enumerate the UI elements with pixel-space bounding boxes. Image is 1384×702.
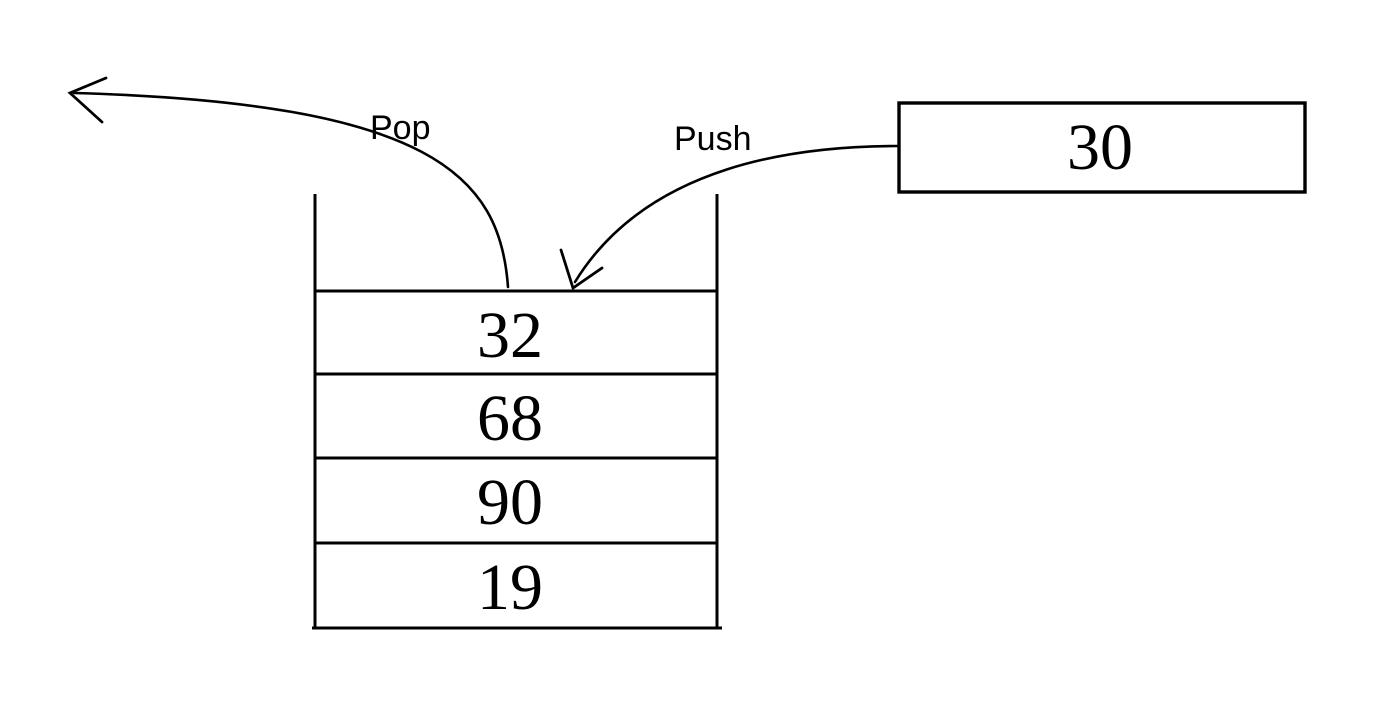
push-arrowhead-icon <box>559 248 604 291</box>
stack-cell-value: 19 <box>477 551 543 624</box>
pop-arrow: Pop <box>67 76 510 289</box>
push-arrow-curve <box>573 144 900 284</box>
push-value: 30 <box>1067 111 1133 184</box>
pop-arrow-curve <box>72 91 510 289</box>
push-label: Push <box>674 120 752 158</box>
push-value-box <box>897 101 1307 194</box>
pop-label: Pop <box>370 109 431 147</box>
incoming-value-box: 30 <box>897 101 1307 194</box>
stack-container: 32 68 90 19 <box>312 194 722 630</box>
stack-cell-value: 90 <box>477 466 543 539</box>
push-arrow: Push <box>559 120 900 291</box>
stack-cell-value: 32 <box>477 299 543 372</box>
pop-arrowhead-icon <box>67 76 108 124</box>
stack-cell-value: 68 <box>477 382 543 455</box>
